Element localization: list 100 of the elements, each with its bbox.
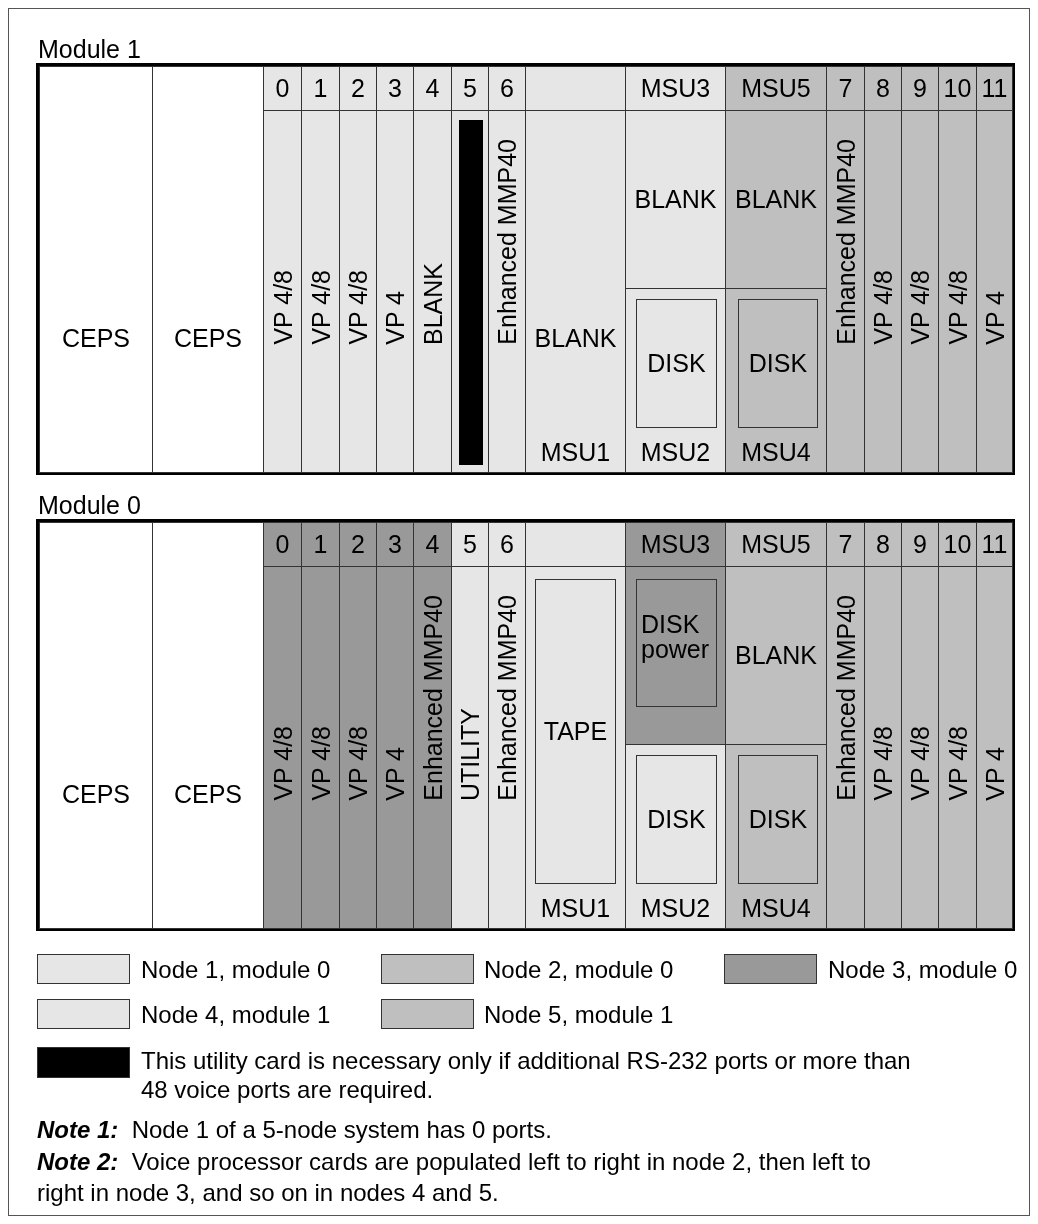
card-slot — [488, 522, 526, 929]
legend-text: Node 3, module 0 — [828, 955, 1018, 984]
utility-card-bar — [459, 120, 483, 465]
card-slot — [413, 522, 452, 929]
drive-bay — [525, 522, 626, 929]
card-slot — [976, 66, 1013, 473]
bay-label: MSU2 — [640, 440, 711, 465]
slot-number: 3 — [388, 532, 402, 557]
bay-label: MSU1 — [540, 896, 611, 921]
drive-bay — [725, 66, 827, 289]
card-label: Enhanced MMP40 — [494, 595, 520, 801]
drive-unit: DISK power — [636, 579, 717, 707]
drive-bay — [725, 522, 827, 745]
bay-label: MSU5 — [741, 532, 811, 557]
note-text: Note 2: Voice processor cards are populated left to right in node 2, then left to right in node 3, and so on in nodes 4 and 5. — [37, 1147, 872, 1208]
slot-number: 8 — [876, 532, 890, 557]
legend-text: This utility card is necessary only if additional RS-232 ports or more than 48 voice ports are required. — [141, 1046, 912, 1104]
power-supply-slot — [152, 522, 264, 929]
power-supply-slot — [39, 66, 153, 473]
slot-number: 1 — [313, 532, 328, 557]
slot-number: 0 — [275, 76, 290, 101]
slot-number: 5 — [463, 76, 477, 101]
card-label: VP 4/8 — [945, 726, 970, 801]
drive-bay — [625, 744, 726, 929]
card-slot — [339, 522, 377, 929]
drive-bay — [625, 66, 726, 289]
card-label: Enhanced MMP40 — [833, 139, 858, 345]
bay-label: MSU3 — [640, 76, 711, 101]
slot-label: CEPS — [61, 326, 131, 351]
slot-label: CEPS — [61, 782, 131, 807]
slot-number: 8 — [876, 76, 890, 101]
slot-number: 6 — [500, 76, 514, 101]
card-slot — [826, 522, 865, 929]
card-slot — [901, 66, 939, 473]
card-label: VP 4/8 — [345, 270, 371, 345]
card-slot — [301, 66, 340, 473]
card-label: UTILITY — [457, 707, 483, 801]
drive-unit: DISK — [738, 299, 818, 428]
slot-number: 9 — [913, 76, 927, 101]
power-supply-slot — [152, 66, 264, 473]
slot-number: 7 — [838, 76, 853, 101]
card-label: VP 4 — [982, 291, 1007, 345]
slot-number: 4 — [425, 532, 440, 557]
bay-label: BLANK — [634, 187, 717, 212]
drive-unit: DISK — [738, 755, 818, 884]
slot-number: 9 — [913, 532, 927, 557]
module-label: Module 1 — [38, 37, 141, 62]
card-label: VP 4/8 — [270, 270, 295, 345]
card-label: VP 4/8 — [270, 726, 295, 801]
legend-text: Node 2, module 0 — [484, 955, 674, 984]
card-slot — [826, 66, 865, 473]
card-slot — [938, 66, 977, 473]
card-slot — [938, 522, 977, 929]
bay-label: MSU2 — [640, 896, 711, 921]
card-label: VP 4/8 — [345, 726, 371, 801]
bay-label: BLANK — [534, 326, 617, 351]
slot-number: 0 — [275, 532, 290, 557]
card-slot — [901, 522, 939, 929]
slot-number: 3 — [388, 76, 402, 101]
card-label: VP 4/8 — [907, 726, 933, 801]
slot-number: 6 — [500, 532, 514, 557]
card-label: VP 4/8 — [870, 270, 896, 345]
card-label: VP 4/8 — [907, 270, 933, 345]
module-label: Module 0 — [38, 493, 141, 518]
card-slot — [301, 522, 340, 929]
card-label: VP 4 — [382, 747, 408, 801]
card-slot — [864, 522, 902, 929]
drive-bay — [625, 288, 726, 473]
card-slot — [976, 522, 1013, 929]
note-text: Note 1: Node 1 of a 5-node system has 0 ports. — [37, 1115, 553, 1145]
bay-label: BLANK — [735, 643, 817, 668]
card-label: Enhanced MMP40 — [833, 595, 858, 801]
legend-text: Node 4, module 1 — [141, 1000, 331, 1029]
card-label: VP 4/8 — [308, 270, 333, 345]
drive-unit: TAPE — [535, 579, 616, 884]
slot-number: 2 — [351, 76, 365, 101]
card-label: BLANK — [420, 263, 445, 345]
card-slot — [263, 522, 302, 929]
slot-number: 4 — [425, 76, 440, 101]
card-slot — [488, 66, 526, 473]
card-label: VP 4/8 — [870, 726, 896, 801]
card-label: VP 4 — [382, 291, 408, 345]
card-slot — [413, 66, 452, 473]
slot-number: 11 — [981, 76, 1008, 101]
slot-number: 2 — [351, 532, 365, 557]
card-slot — [864, 66, 902, 473]
card-slot — [339, 66, 377, 473]
legend-text: Node 1, module 0 — [141, 955, 331, 984]
power-supply-slot — [39, 522, 153, 929]
bay-label: MSU4 — [741, 896, 811, 921]
drive-bay — [625, 522, 726, 745]
drive-unit: DISK — [636, 299, 717, 428]
card-label: Enhanced MMP40 — [420, 595, 445, 801]
slot-number: 5 — [463, 532, 477, 557]
slot-number: 10 — [943, 76, 972, 101]
slot-number: 10 — [943, 532, 972, 557]
card-slot — [376, 522, 414, 929]
card-slot — [376, 66, 414, 473]
slot-label: CEPS — [173, 326, 243, 351]
drive-bay — [525, 66, 626, 473]
